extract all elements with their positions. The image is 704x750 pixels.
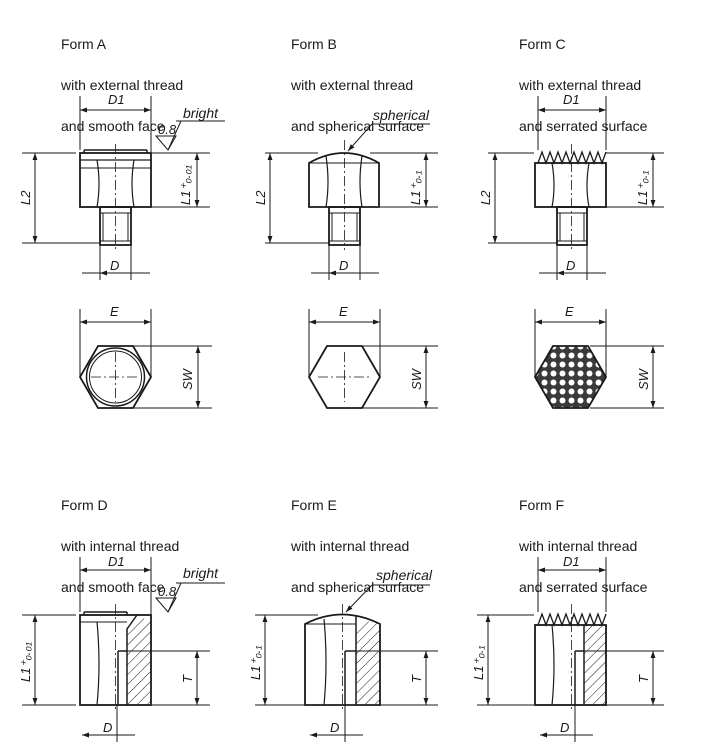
label-bright: bright — [183, 105, 219, 121]
form-name: Form F — [519, 496, 565, 513]
form-desc-1: with internal thread — [61, 537, 180, 554]
form-b-title: Form B with external thread and spherica… — [291, 13, 424, 157]
form-desc-1: with external thread — [61, 76, 184, 93]
label-d: D — [330, 720, 339, 735]
dimension-labels: D1 bright 0.8 L2 L1⁺₀.₀₁ D E SW spherica… — [18, 92, 651, 735]
form-desc-1: with internal thread — [291, 537, 410, 554]
label-roughness: 0.8 — [158, 584, 177, 599]
label-d1: D1 — [108, 92, 125, 107]
label-d: D — [110, 258, 119, 273]
form-c-top-view — [533, 309, 664, 409]
label-l1: L1⁺₀.₁ — [248, 645, 263, 680]
label-t: T — [180, 674, 195, 683]
label-l1: L1⁺₀.₁ — [408, 170, 423, 205]
form-desc-1: with external thread — [519, 76, 642, 93]
form-f-title: Form F with internal thread and serrated… — [519, 474, 647, 618]
label-l1: L1⁺₀.₁ — [635, 170, 650, 205]
form-b-top-view — [307, 309, 438, 409]
form-name: Form E — [291, 496, 337, 513]
form-f-section-view — [477, 557, 664, 742]
label-t: T — [409, 674, 424, 683]
label-l1: L1⁺₀.₁ — [471, 645, 486, 680]
form-desc-2: and smooth face — [61, 117, 165, 134]
form-desc-2: and serrated surface — [519, 578, 648, 595]
form-desc-1: with internal thread — [519, 537, 638, 554]
label-d1: D1 — [108, 554, 125, 569]
label-l1: L1⁺₀.₀₁ — [18, 642, 33, 682]
label-e: E — [110, 304, 119, 319]
form-desc-2: and spherical surface — [291, 117, 425, 134]
label-d1: D1 — [563, 554, 580, 569]
label-t: T — [636, 674, 651, 683]
form-a-title: Form A with external thread and smooth f… — [61, 13, 183, 157]
form-b-side-view — [265, 123, 438, 280]
label-spherical: spherical — [373, 107, 430, 123]
label-sw: SW — [636, 367, 651, 390]
form-e-title: Form E with internal thread and spherica… — [291, 474, 424, 618]
form-d-section-view — [22, 557, 225, 742]
label-e: E — [565, 304, 574, 319]
label-sw: SW — [409, 367, 424, 390]
label-bright: bright — [183, 565, 219, 581]
form-name: Form C — [519, 35, 566, 52]
form-c-title: Form C with external thread and serrated… — [519, 13, 647, 157]
form-e-section-view — [255, 584, 438, 742]
label-d: D — [103, 720, 112, 735]
form-a-side-view — [22, 96, 225, 280]
label-spherical: spherical — [376, 567, 433, 583]
label-d: D — [560, 720, 569, 735]
form-name: Form B — [291, 35, 337, 52]
form-name: Form D — [61, 496, 108, 513]
label-l2: L2 — [253, 190, 268, 205]
label-l1: L1⁺₀.₀₁ — [178, 165, 193, 205]
form-a-top-view — [78, 309, 212, 409]
form-desc-2: and spherical surface — [291, 578, 425, 595]
label-d: D — [566, 258, 575, 273]
form-name: Form A — [61, 35, 107, 52]
form-desc-2: and serrated surface — [519, 117, 648, 134]
label-roughness: 0.8 — [158, 122, 177, 137]
label-e: E — [339, 304, 348, 319]
form-c-side-view — [488, 96, 664, 280]
form-desc-1: with external thread — [291, 76, 414, 93]
label-sw: SW — [180, 367, 195, 390]
label-d1: D1 — [563, 92, 580, 107]
form-d-title: Form D with internal thread and smooth f… — [61, 474, 179, 618]
label-l2: L2 — [478, 190, 493, 205]
label-l2: L2 — [18, 190, 33, 205]
label-d: D — [339, 258, 348, 273]
